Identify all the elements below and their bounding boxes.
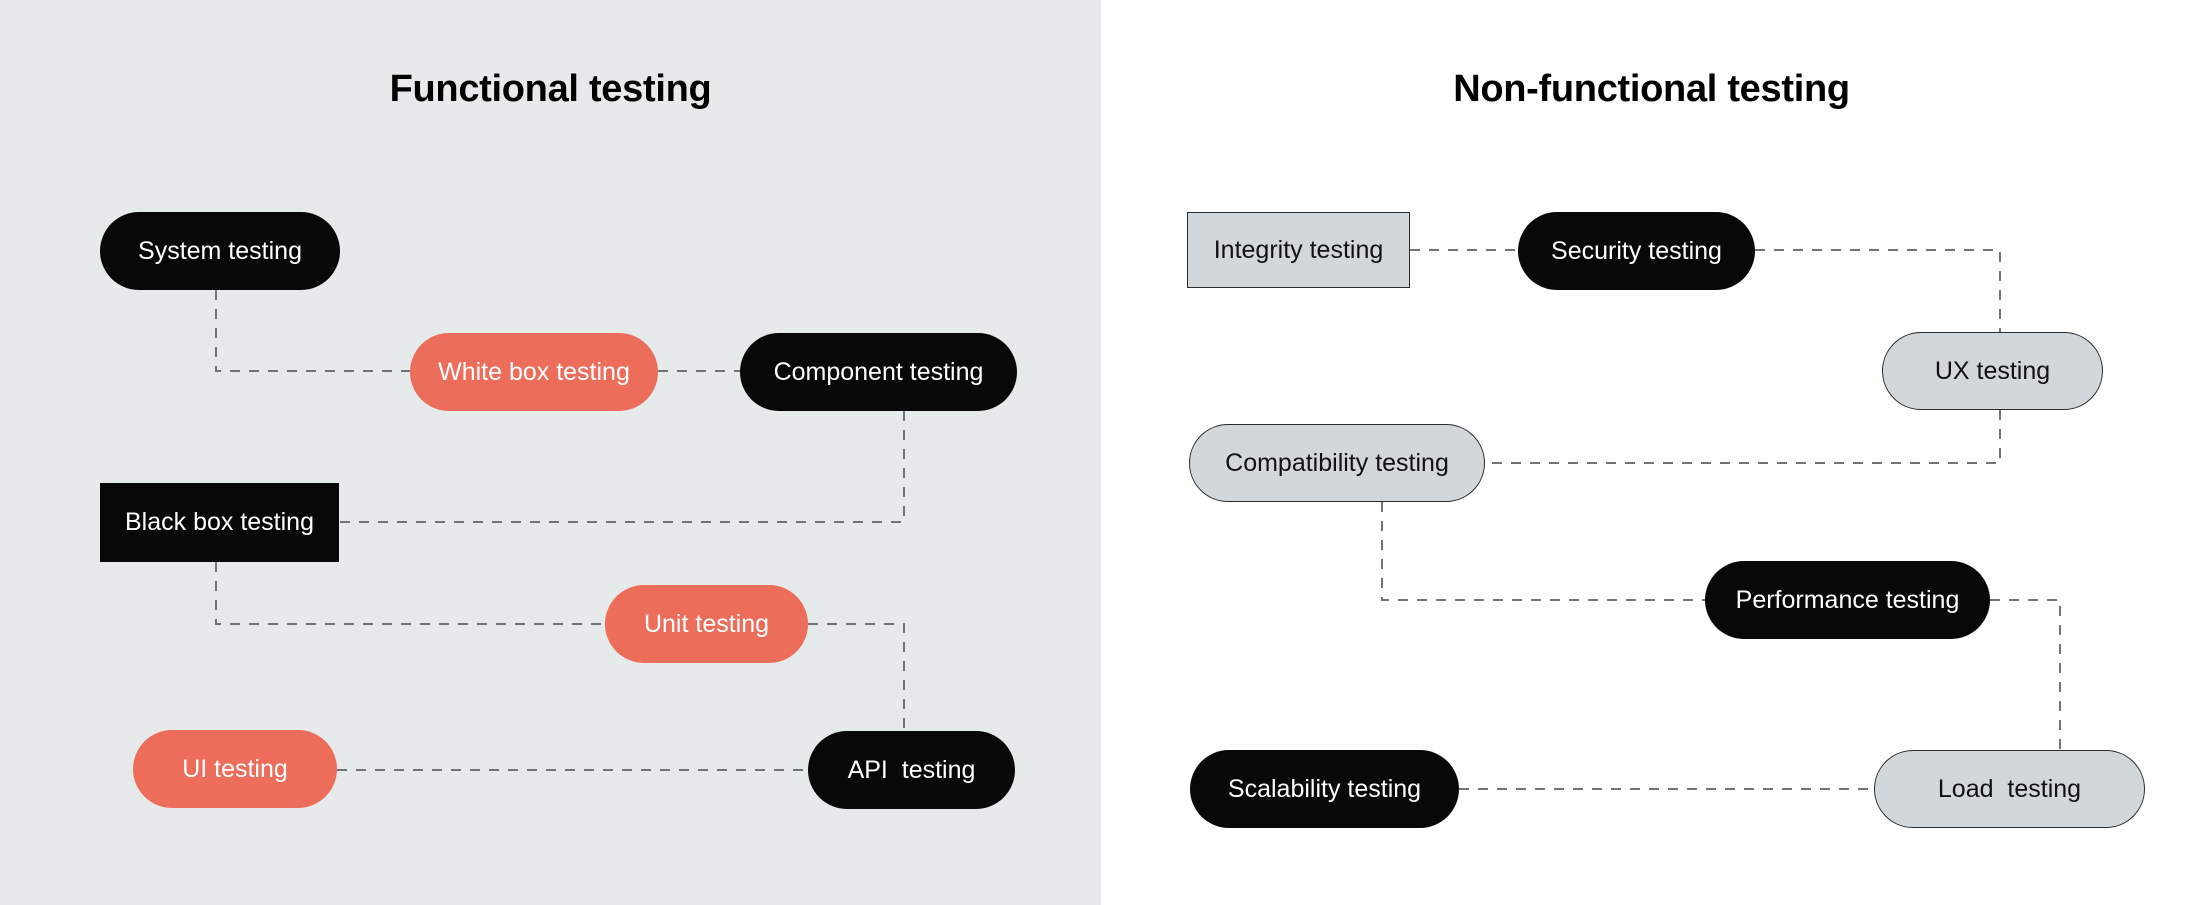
node-label: UI testing: [182, 754, 288, 783]
node-security-testing[interactable]: Security testing: [1518, 212, 1755, 290]
panel-title-functional: Functional testing: [389, 68, 712, 110]
node-label: API testing: [847, 755, 976, 784]
node-integrity-testing[interactable]: Integrity testing: [1187, 212, 1410, 288]
node-compatibility-testing[interactable]: Compatibility testing: [1189, 424, 1485, 502]
node-label: Security testing: [1551, 236, 1722, 265]
node-component-testing[interactable]: Component testing: [740, 333, 1017, 411]
node-label: Load testing: [1937, 774, 2082, 803]
node-system-testing[interactable]: System testing: [100, 212, 340, 290]
panel-title-non-functional: Non-functional testing: [1453, 68, 1850, 110]
node-label: Compatibility testing: [1225, 448, 1449, 477]
node-performance-testing[interactable]: Performance testing: [1705, 561, 1990, 639]
node-ux-testing[interactable]: UX testing: [1882, 332, 2103, 410]
node-black-box-testing[interactable]: Black box testing: [100, 483, 339, 562]
node-label: Unit testing: [643, 609, 770, 638]
node-label: Integrity testing: [1213, 235, 1384, 264]
node-white-box-testing[interactable]: White box testing: [410, 333, 658, 411]
node-label: White box testing: [438, 357, 630, 386]
node-ui-testing[interactable]: UI testing: [133, 730, 337, 808]
node-load-testing[interactable]: Load testing: [1874, 750, 2145, 828]
node-api-testing[interactable]: API testing: [808, 731, 1015, 809]
node-scalability-testing[interactable]: Scalability testing: [1190, 750, 1459, 828]
node-label: Performance testing: [1735, 585, 1960, 614]
node-label: Component testing: [773, 357, 984, 386]
node-unit-testing[interactable]: Unit testing: [605, 585, 808, 663]
node-label: System testing: [138, 236, 302, 265]
node-label: Scalability testing: [1227, 774, 1422, 803]
node-label: Black box testing: [125, 508, 314, 536]
node-label: UX testing: [1934, 356, 2051, 385]
